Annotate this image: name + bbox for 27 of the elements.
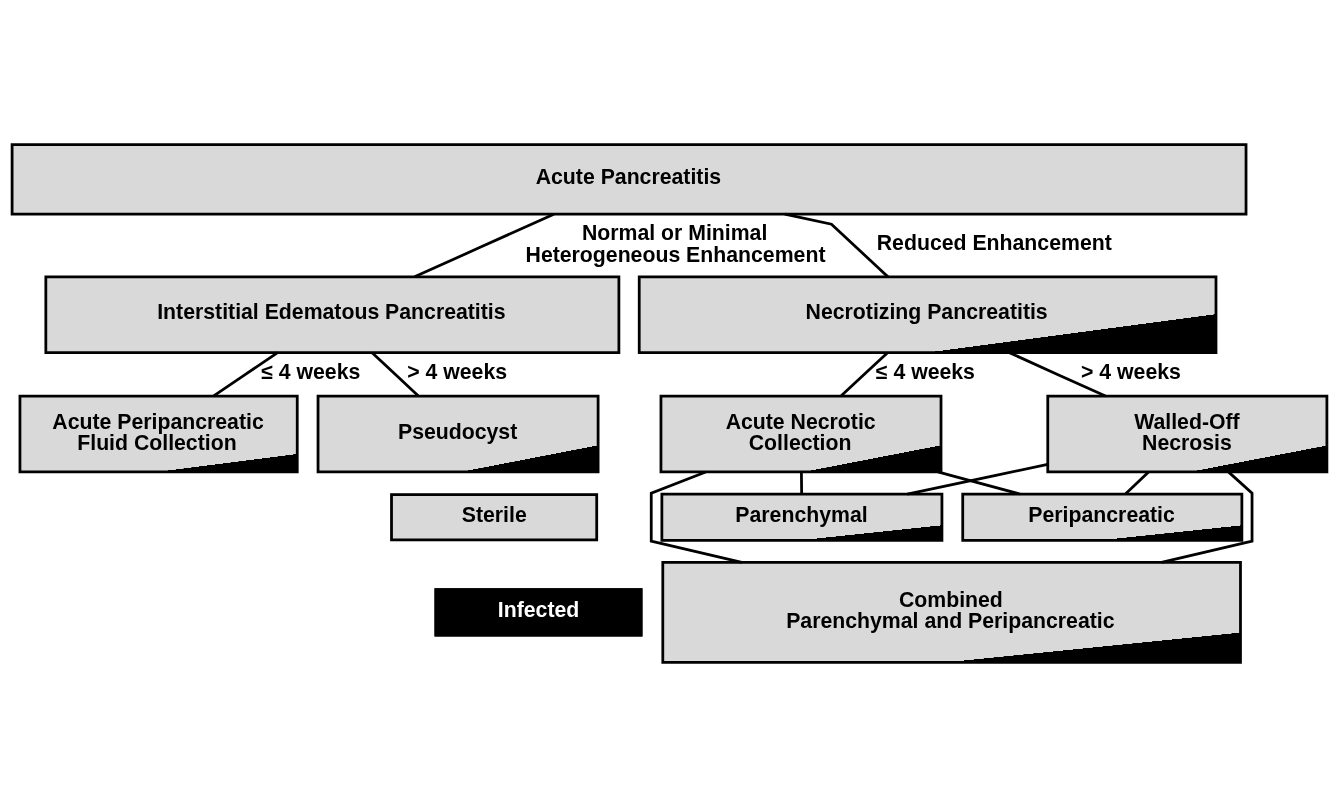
node-box: Necrotizing Pancreatitis — [637, 275, 1218, 354]
edge-label: Reduced Enhancement — [876, 230, 1112, 255]
legend-label: Infected — [497, 597, 580, 622]
edge-label: > 4 weeks — [1081, 359, 1181, 384]
connector — [1124, 470, 1150, 495]
connector — [212, 351, 279, 397]
connector — [800, 471, 804, 494]
node-box: Walled-Off Necrosis — [1046, 394, 1329, 473]
node-box: Parenchymal — [660, 492, 944, 542]
node-box: Interstitial Edematous Pancreatitis — [44, 275, 621, 354]
connector — [1161, 470, 1254, 564]
node-box: Acute Necrotic Collection — [659, 394, 943, 473]
node-box: Acute Peripancreatic Fluid Collection — [18, 394, 299, 473]
edge-label: > 4 weeks — [407, 359, 508, 384]
connector — [414, 212, 555, 278]
connector — [371, 351, 420, 397]
connector — [784, 212, 889, 278]
node-box: Acute Pancreatitis — [10, 142, 1248, 215]
legend-label: Sterile — [461, 502, 527, 527]
node-box: Peripancreatic — [961, 492, 1244, 542]
edge-label: ≤ 4 weeks — [875, 359, 975, 384]
node-box: Pseudocyst — [316, 394, 600, 473]
edge-label: Normal or Minimal Heterogeneous Enhancement — [525, 220, 826, 267]
connector — [937, 470, 1021, 495]
node-box: Combined Parenchymal and Peripancreatic — [661, 560, 1242, 664]
connector — [840, 351, 889, 397]
edge-label: ≤ 4 weeks — [261, 359, 361, 384]
